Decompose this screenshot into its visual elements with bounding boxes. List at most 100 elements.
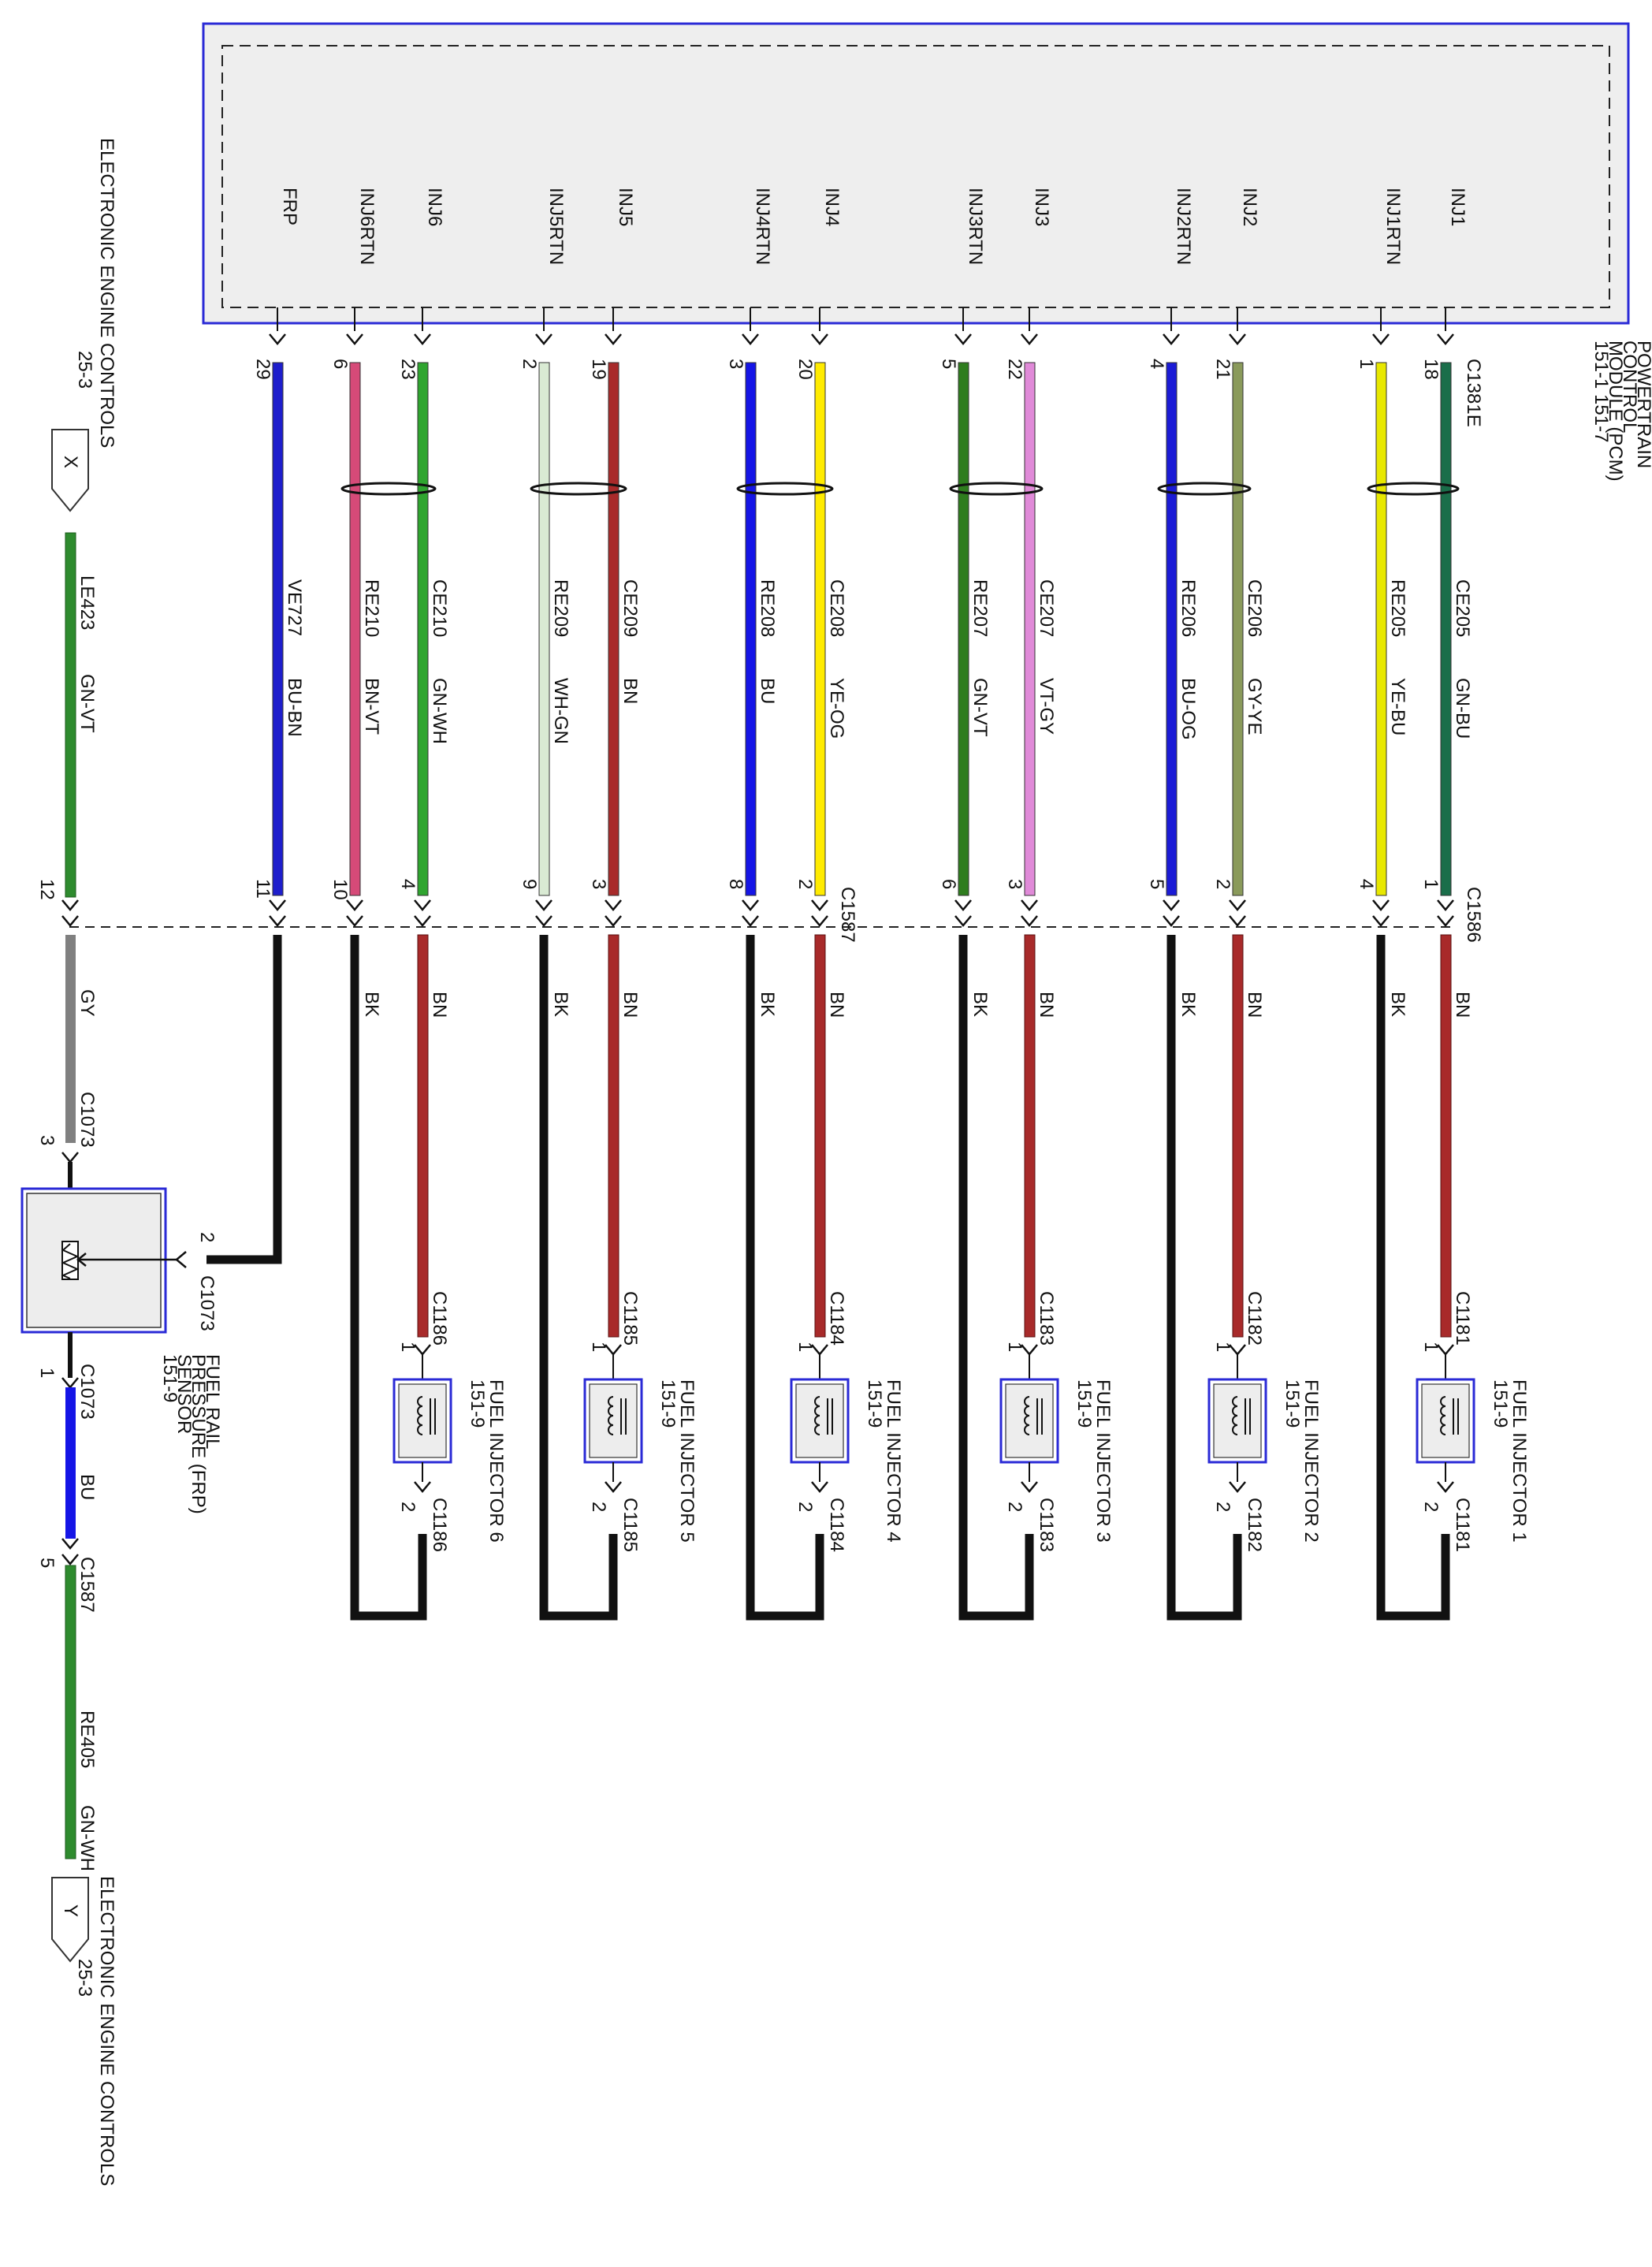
pcm-name-line: 151-1 151-7 bbox=[1591, 341, 1612, 442]
circuit-code: CE208 bbox=[826, 579, 847, 637]
injector-name: FUEL INJECTOR 6 bbox=[486, 1379, 507, 1543]
injector-name: FUEL INJECTOR 5 bbox=[676, 1379, 698, 1543]
gy-wire bbox=[65, 935, 76, 1143]
bn-color-label: BN bbox=[1452, 992, 1473, 1018]
solenoid-coil-icon bbox=[608, 1396, 614, 1435]
injector-ref: 151-9 bbox=[657, 1379, 679, 1428]
injector-pin2: 2 bbox=[794, 1502, 816, 1512]
frp-pin1-arrow bbox=[61, 1377, 79, 1389]
pcm-pin-number: 22 bbox=[1004, 359, 1025, 380]
circuit-code: RE205 bbox=[1387, 579, 1408, 637]
bk-return-wire bbox=[350, 935, 427, 1621]
solenoid-coil-icon bbox=[1232, 1396, 1238, 1435]
pcm-pin-number: 4 bbox=[1146, 359, 1167, 369]
c1587-pin5-arrow-lower bbox=[61, 1554, 79, 1565]
inline-arrow-bottom bbox=[269, 915, 286, 927]
pcm-pin-arrow bbox=[742, 333, 759, 345]
pcm-pin-label: INJ1RTN bbox=[1382, 188, 1404, 265]
pcm-name-line: MODULE (PCM) bbox=[1605, 341, 1626, 482]
wire-inj3rtn bbox=[958, 362, 969, 896]
c1587-pin5-arrow bbox=[61, 1538, 79, 1550]
bk-return-wire bbox=[746, 935, 824, 1621]
inline-arrow-top bbox=[1437, 899, 1454, 911]
injector-connector-bottom: C1184 bbox=[826, 1498, 847, 1552]
pcm-pin-number: 1 bbox=[1356, 359, 1377, 369]
c1586-label: C1586 bbox=[1463, 887, 1484, 943]
circuit-color-code: GY-YE bbox=[1244, 678, 1265, 735]
injector-connector-top: C1185 bbox=[620, 1291, 641, 1346]
re405-code: RE405 bbox=[76, 1710, 98, 1768]
inline-arrow-top bbox=[811, 899, 828, 911]
inline-arrow-top bbox=[346, 899, 363, 911]
injector-connector-bottom: C1185 bbox=[620, 1498, 641, 1552]
frp-name-line: 151-9 bbox=[159, 1354, 180, 1402]
inline-arrow-bottom bbox=[414, 915, 431, 927]
pcm-pin-number: 2 bbox=[519, 359, 540, 369]
twisted-pair-mark bbox=[1367, 482, 1460, 496]
pcm-pin-label: INJ6 bbox=[424, 188, 445, 226]
inline-arrow-bottom bbox=[954, 915, 972, 927]
injector-pin2: 2 bbox=[397, 1502, 419, 1512]
frp-bk-wire bbox=[206, 935, 282, 1264]
inline-pin-number: 3 bbox=[588, 879, 609, 889]
bk-return-wire bbox=[958, 935, 1034, 1621]
injector-ref: 151-9 bbox=[1282, 1379, 1303, 1428]
inline-arrow-bottom bbox=[1163, 915, 1180, 927]
injector-pin2-arrow bbox=[1021, 1481, 1038, 1493]
injector-connector-bottom: C1186 bbox=[429, 1498, 450, 1552]
injector-pin2-arrow bbox=[414, 1481, 431, 1493]
re405-color: GN-WH bbox=[76, 1805, 98, 1871]
fuel-injector-inner bbox=[1213, 1383, 1262, 1458]
bk-color-label: BK bbox=[757, 992, 778, 1017]
frp-pin3-arrow bbox=[61, 1152, 79, 1163]
fuel-injector-inner bbox=[795, 1383, 844, 1458]
wire-inj3 bbox=[1024, 362, 1036, 896]
injector-pin1: 1 bbox=[794, 1342, 816, 1352]
injector-pin2-arrow bbox=[605, 1481, 622, 1493]
wire-inj2rtn bbox=[1166, 362, 1178, 896]
pcm-pin-number: 20 bbox=[794, 359, 816, 380]
inline-arrow-top bbox=[1229, 899, 1246, 911]
injector-connector-bottom: C1181 bbox=[1452, 1498, 1473, 1552]
pcm-name-line: POWERTRAIN bbox=[1633, 341, 1652, 468]
frp-pin3-stub bbox=[68, 1162, 73, 1189]
inline-pin-number: 4 bbox=[1356, 879, 1377, 889]
inline-arrow-top bbox=[269, 899, 286, 911]
inline-arrow-top bbox=[1163, 899, 1180, 911]
pcm-pin-label: INJ3 bbox=[1031, 188, 1052, 226]
bn-wire bbox=[814, 934, 826, 1338]
wire-inj2 bbox=[1232, 362, 1244, 896]
injector-pin2-arrow bbox=[1437, 1481, 1454, 1493]
gy-color-label: GY bbox=[76, 989, 98, 1017]
twisted-pair-mark bbox=[736, 482, 834, 496]
c1587-label: C1587 bbox=[837, 887, 858, 943]
injector-pin1: 1 bbox=[1004, 1342, 1025, 1352]
fuel-injector-inner bbox=[1421, 1383, 1470, 1458]
pcm-pin-label: INJ2 bbox=[1239, 188, 1260, 226]
inline-pin-number: 8 bbox=[725, 879, 746, 889]
circuit-color-code: VT-GY bbox=[1036, 678, 1057, 735]
solenoid-coil-icon bbox=[1024, 1396, 1030, 1435]
injector-pin1: 1 bbox=[1212, 1342, 1233, 1352]
c1587-pin-5: 5 bbox=[36, 1558, 58, 1568]
injector-connector-bottom: C1182 bbox=[1244, 1498, 1265, 1552]
pcm-pin-arrow bbox=[1021, 333, 1038, 345]
pcm-pin-arrow bbox=[269, 333, 286, 345]
inline-pin-number: 2 bbox=[1212, 879, 1233, 889]
pcm-pin-label: INJ5RTN bbox=[545, 188, 567, 265]
inline-pin-number: 1 bbox=[1420, 879, 1442, 889]
le423-wire bbox=[65, 532, 76, 898]
pcm-pin-arrow bbox=[811, 333, 828, 345]
bn-wire bbox=[1024, 934, 1036, 1338]
injector-name: FUEL INJECTOR 3 bbox=[1092, 1379, 1114, 1543]
twisted-pair-mark bbox=[949, 482, 1044, 496]
inline-pin-number: 6 bbox=[938, 879, 959, 889]
pcm-pin-label: INJ1 bbox=[1447, 188, 1468, 226]
frp-pin-3: 3 bbox=[36, 1135, 58, 1145]
injector-connector-bottom: C1183 bbox=[1036, 1498, 1057, 1552]
injector-ref: 151-9 bbox=[1490, 1379, 1511, 1428]
inline-arrow-bottom bbox=[346, 915, 363, 927]
circuit-color-code: BN bbox=[620, 678, 641, 704]
